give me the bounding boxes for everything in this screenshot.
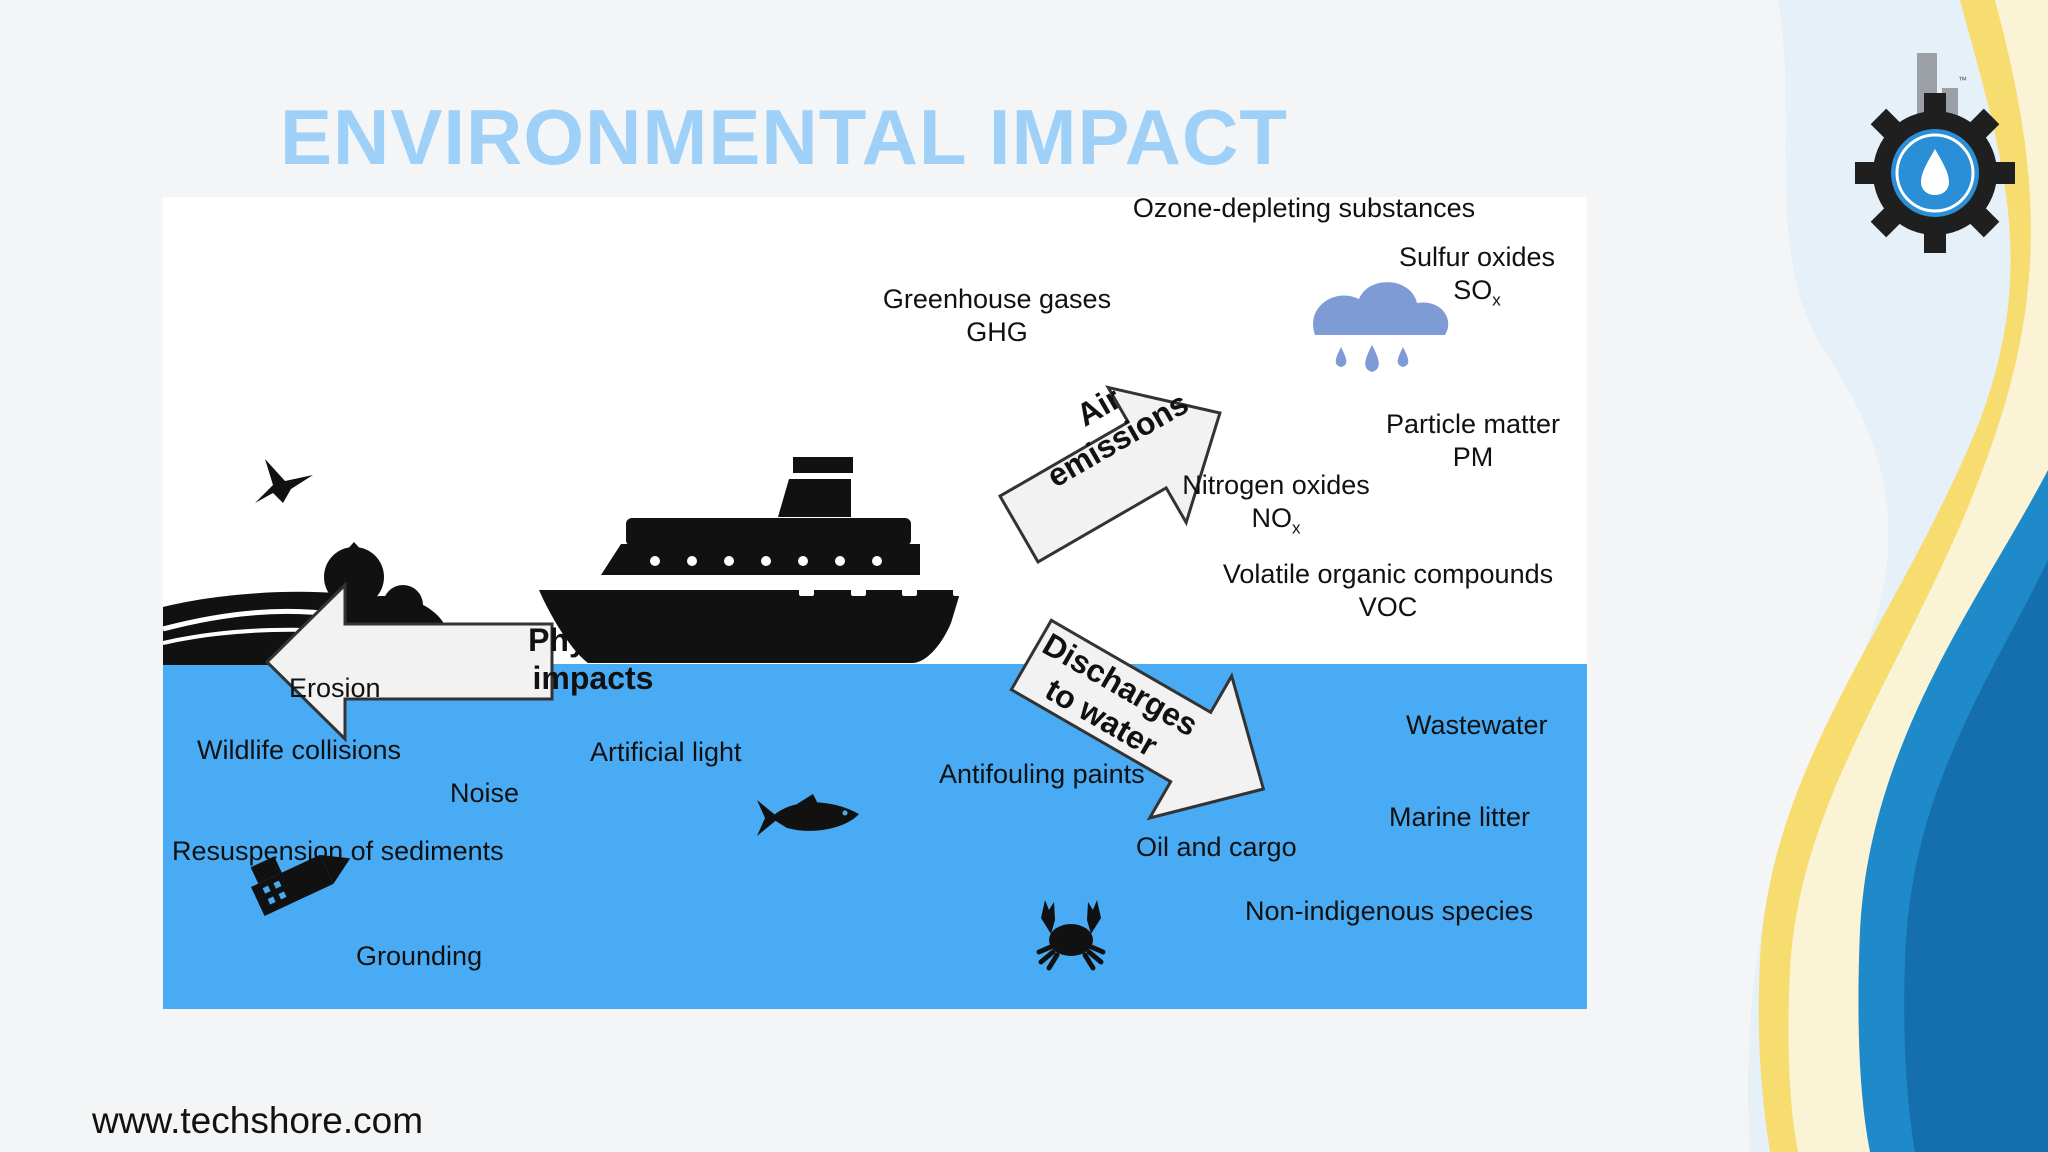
sulfur-oxides-formula: SOx (1399, 274, 1555, 316)
oil-cargo-label: Oil and cargo (1136, 832, 1297, 862)
physical-impacts-line1: Physical (528, 622, 658, 658)
artificial-light-label: Artificial light (590, 737, 742, 767)
nitrogen-oxides-formula: NOx (1182, 502, 1370, 544)
nitrogen-oxides-label: Nitrogen oxides NOx (1182, 469, 1370, 544)
physical-impacts-line2: impacts (532, 660, 654, 696)
noise-label: Noise (450, 778, 520, 808)
bird-icon (255, 459, 313, 503)
nitrogen-oxides-formula-main: NO (1251, 503, 1292, 533)
ship-icon (539, 457, 1070, 663)
physical-impacts-arrow-label: Physical impacts (493, 621, 693, 697)
greenhouse-gases-abbr: GHG (966, 317, 1028, 347)
sulfur-oxides-name: Sulfur oxides (1398, 242, 1556, 272)
voc-abbr: VOC (1358, 592, 1418, 622)
ozone-label: Ozone-depleting substances (1132, 197, 1476, 223)
particle-matter-abbr: PM (1452, 442, 1494, 472)
crab-icon (1036, 900, 1106, 971)
wildlife-collisions-label: Wildlife collisions (197, 735, 402, 765)
trademark-mark: ™ (1958, 75, 1967, 85)
sulfur-oxides-formula-main: SO (1453, 275, 1493, 305)
particle-matter-label: Particle matter PM (1386, 408, 1560, 474)
erosion-label: Erosion (289, 673, 381, 703)
shipwreck-icon (250, 854, 351, 917)
discharges-arrow (1009, 618, 1266, 821)
gear-factory-droplet-icon: ™ (1855, 53, 2015, 253)
greenhouse-gases-label: Greenhouse gases GHG (883, 283, 1111, 349)
sulfur-oxides-label: Sulfur oxides SOx (1399, 241, 1555, 316)
grounding-label: Grounding (356, 941, 483, 971)
voc-label: Volatile organic compounds VOC (1223, 558, 1553, 624)
sulfur-oxides-formula-sub: x (1492, 290, 1501, 310)
nitrogen-oxides-name: Nitrogen oxides (1182, 470, 1370, 500)
air-emissions-arrow (997, 385, 1222, 564)
greenhouse-gases-name: Greenhouse gases (882, 284, 1112, 314)
diagram-illustrations (163, 282, 1449, 971)
footer-url[interactable]: www.techshore.com (92, 1100, 424, 1141)
water-area (163, 664, 1587, 1009)
non-indigenous-label: Non-indigenous species (1245, 896, 1534, 926)
rain-cloud-icon (1313, 282, 1449, 372)
wastewater-label: Wastewater (1406, 710, 1548, 740)
nitrogen-oxides-formula-sub: x (1291, 518, 1301, 538)
particle-matter-name: Particle matter (1385, 409, 1561, 439)
voc-name: Volatile organic compounds (1222, 559, 1554, 589)
physical-impacts-arrow (264, 581, 554, 743)
slide-title: ENVIRONMENTAL IMPACT (280, 93, 1288, 181)
marine-litter-label: Marine litter (1389, 802, 1531, 832)
antifouling-label: Antifouling paints (939, 759, 1145, 789)
environmental-impact-diagram: Air emissions Physical impacts Discharge… (163, 197, 1587, 1009)
resuspension-label: Resuspension of sediments (172, 836, 504, 866)
fish-icon (757, 794, 859, 836)
